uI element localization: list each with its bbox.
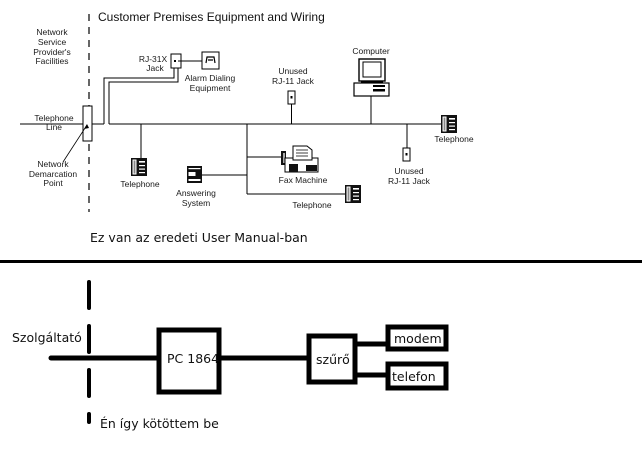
- phone-label: telefon: [392, 369, 436, 384]
- pc1864-label: PC 1864: [167, 351, 219, 366]
- telephone-line-label: Telephone Line: [34, 113, 74, 132]
- unused-rj11-jack-bottom-icon: [402, 147, 411, 162]
- telephone-left-icon: [131, 158, 147, 176]
- filter-box: [306, 333, 358, 385]
- computer-label: Computer: [352, 46, 389, 56]
- original-manual-diagram: Customer Premises Equipment and Wiring N…: [20, 10, 474, 212]
- svg-text:System: System: [182, 198, 210, 208]
- svg-text:Unused: Unused: [394, 166, 424, 176]
- rj31x-label: RJ-31X Jack: [139, 54, 168, 73]
- svg-text:Unused: Unused: [278, 66, 308, 76]
- telephone-right-icon: [441, 115, 457, 133]
- svg-text:Telephone: Telephone: [34, 113, 74, 123]
- svg-text:Demarcation: Demarcation: [29, 169, 77, 179]
- filter-label: szűrő: [316, 352, 350, 367]
- provider-label: Szolgáltató: [12, 330, 82, 345]
- demarcation-box: [82, 105, 93, 142]
- diagram-title: Customer Premises Equipment and Wiring: [98, 10, 325, 24]
- original-manual-caption: Ez van az eredeti User Manual-ban: [90, 230, 308, 245]
- svg-text:Point: Point: [43, 178, 63, 188]
- provider-facilities-label: Network Service Provider's Facilities: [33, 27, 71, 66]
- unused-jack-bottom-label: Unused RJ-11 Jack: [388, 166, 431, 186]
- svg-text:Facilities: Facilities: [35, 56, 68, 66]
- telephone-bottom-label: Telephone: [292, 200, 332, 210]
- fax-machine-label: Fax Machine: [279, 175, 328, 185]
- demarcation-pointer: [62, 124, 88, 163]
- section-divider: [0, 260, 642, 263]
- user-wiring-diagram: Szolgáltató PC 1864 szűrő modem telefon …: [12, 280, 449, 431]
- alarm-dialing-equipment: [201, 51, 220, 70]
- pc1864-panel-box: [156, 327, 222, 395]
- modem-box: [385, 324, 449, 352]
- telephone-bottom-icon: [345, 185, 361, 203]
- phone-box: [385, 361, 449, 391]
- unused-jack-top-label: Unused RJ-11 Jack: [272, 66, 315, 86]
- svg-text:Service: Service: [38, 37, 67, 47]
- user-wiring-caption: Én így kötöttem be: [100, 416, 219, 431]
- svg-text:Line: Line: [46, 122, 62, 132]
- wire-to-rj31x-a: [103, 68, 175, 124]
- fax-machine-icon: [281, 145, 319, 173]
- answering-system-icon: [187, 166, 202, 183]
- svg-text:Alarm Dialing: Alarm Dialing: [185, 73, 236, 83]
- telephone-left-label: Telephone: [120, 179, 160, 189]
- svg-text:RJ-31X: RJ-31X: [139, 54, 168, 64]
- telephone-right-label: Telephone: [434, 134, 474, 144]
- svg-text:Network: Network: [37, 159, 69, 169]
- svg-text:Equipment: Equipment: [190, 83, 231, 93]
- svg-text:Jack: Jack: [146, 63, 164, 73]
- svg-text:RJ-11 Jack: RJ-11 Jack: [272, 76, 315, 86]
- alarm-dialing-label: Alarm Dialing Equipment: [185, 73, 236, 93]
- computer-icon: [353, 58, 390, 97]
- svg-text:Answering: Answering: [176, 188, 216, 198]
- unused-rj11-jack-top-icon: [287, 90, 296, 105]
- modem-label: modem: [394, 331, 442, 346]
- svg-text:Provider's: Provider's: [33, 47, 71, 57]
- demarcation-point-label: Network Demarcation Point: [29, 159, 77, 188]
- svg-text:Network: Network: [36, 27, 68, 37]
- wire-to-rj31x-b: [108, 68, 179, 124]
- answering-system-label: Answering System: [176, 188, 216, 208]
- svg-text:RJ-11 Jack: RJ-11 Jack: [388, 176, 431, 186]
